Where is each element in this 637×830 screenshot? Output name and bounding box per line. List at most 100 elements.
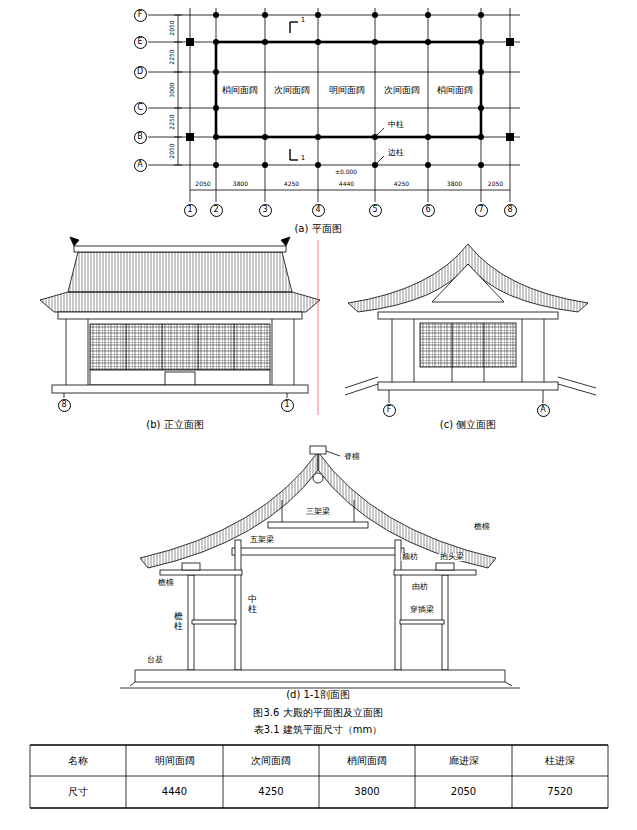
axis-label: E — [137, 38, 142, 46]
drawing-line — [318, 8, 319, 202]
axis-bubble: 6 — [422, 204, 435, 217]
drawing-rect — [394, 570, 476, 575]
drawing-line — [544, 319, 545, 382]
axis-label: B — [137, 133, 143, 141]
drawing-rect — [160, 570, 242, 575]
axis-label: C — [137, 104, 143, 112]
dimension-text: 2250 — [169, 48, 175, 65]
drawing-circle — [478, 105, 484, 111]
table-cell: 明间面阔 — [154, 756, 196, 766]
drawing-polygon — [40, 292, 320, 312]
drawing-circle — [478, 162, 484, 168]
drawing-rect — [52, 385, 308, 393]
drawing-rect — [216, 42, 481, 137]
axis-label: D — [137, 68, 143, 76]
drawing-line — [174, 42, 182, 43]
axis-bubble: 5 — [369, 204, 382, 217]
drawing-line — [174, 72, 182, 73]
drawing-line — [289, 149, 290, 160]
drawing-line — [272, 319, 273, 385]
drawing-rect — [378, 382, 558, 390]
axis-label: 5 — [372, 206, 377, 214]
drawing-rect — [186, 133, 194, 141]
drawing-rect — [235, 540, 241, 670]
part-label: 檐檩 — [157, 579, 175, 587]
axis-label: 8 — [507, 206, 512, 214]
drawing-rect — [165, 372, 195, 385]
dimension-text: 4250 — [283, 181, 300, 187]
sub-caption: (d) 1-1剖面图 — [285, 690, 351, 700]
drawing-line — [522, 319, 523, 382]
axis-bubble: D — [134, 66, 147, 79]
drawing-line — [294, 319, 295, 385]
drawing-circle — [425, 162, 431, 168]
drawing-line — [30, 745, 31, 808]
drawing-rect — [74, 246, 286, 252]
axis-label: 2 — [213, 206, 218, 214]
drawing-rect — [186, 38, 194, 46]
part-label: 由枋 — [411, 583, 429, 591]
axis-label: 4 — [315, 206, 320, 214]
axis-bubble: 3 — [259, 204, 272, 217]
drawing-line — [126, 745, 127, 808]
drawing-rect — [506, 38, 514, 46]
drawing-circle — [478, 39, 484, 45]
drawing-rect — [310, 446, 326, 454]
axis-label: F — [138, 11, 143, 19]
drawing-line — [389, 390, 390, 403]
axis-label: A — [540, 406, 545, 414]
sub-caption: (a) 平面图 — [293, 224, 342, 234]
table-cell: 名称 — [67, 756, 89, 766]
axis-label: 3 — [262, 206, 267, 214]
drawing-line — [190, 190, 510, 191]
drawing-line — [190, 8, 191, 202]
drawing-line — [148, 108, 520, 109]
drawing-polygon — [68, 252, 292, 292]
drawing-circle — [315, 12, 321, 18]
drawing-circle — [478, 12, 484, 18]
drawing-rect — [90, 324, 270, 370]
drawing-line — [148, 165, 520, 166]
drawing-line — [66, 319, 67, 385]
drawing-polygon — [432, 264, 504, 302]
table-cell: 4440 — [161, 787, 188, 797]
table-cell: 2050 — [450, 787, 477, 797]
axis-bubble: A — [134, 159, 147, 172]
drawing-rect — [232, 548, 404, 555]
drawing-circle — [478, 134, 484, 140]
axis-bubble: 1 — [281, 399, 294, 412]
table-cell: 梢间面阔 — [346, 756, 388, 766]
plan-label: 梢间面阔 — [221, 86, 259, 95]
drawing-circle — [213, 12, 219, 18]
plan-label: 中柱 — [387, 121, 405, 129]
axis-bubble: 7 — [475, 204, 488, 217]
drawing-line — [174, 165, 182, 166]
table-title: 表3.1 建筑平面尺寸（mm） — [253, 725, 384, 735]
dimension-text: 2050 — [194, 181, 211, 187]
part-label: 三架梁 — [305, 508, 331, 516]
drawing-circle — [425, 39, 431, 45]
drawing-line — [608, 745, 609, 808]
plan-label: 次间面阔 — [273, 86, 311, 95]
dimension-text: 3800 — [446, 181, 463, 187]
drawing-line — [376, 156, 384, 164]
drawing-line — [174, 137, 182, 138]
axis-bubble: 8 — [504, 204, 517, 217]
drawing-circle — [372, 39, 378, 45]
dimension-text: 2050 — [169, 142, 175, 159]
drawing-line — [148, 72, 520, 73]
drawing-line — [64, 393, 65, 398]
part-label: 脊檩 — [343, 453, 361, 461]
drawing-circle — [262, 162, 268, 168]
drawing-circle — [372, 162, 378, 168]
drawing-line — [290, 21, 298, 22]
drawing-polygon — [135, 670, 505, 682]
drawing-g — [186, 12, 514, 168]
axis-label: 1 — [187, 206, 192, 214]
drawing-polyline — [345, 377, 378, 388]
plan-label: ±0.000 — [334, 169, 358, 175]
drawing-circle — [315, 162, 321, 168]
part-label: 檐柱 — [174, 612, 183, 632]
plan-label: 1 — [300, 155, 306, 162]
axis-bubble: 8 — [58, 399, 71, 412]
